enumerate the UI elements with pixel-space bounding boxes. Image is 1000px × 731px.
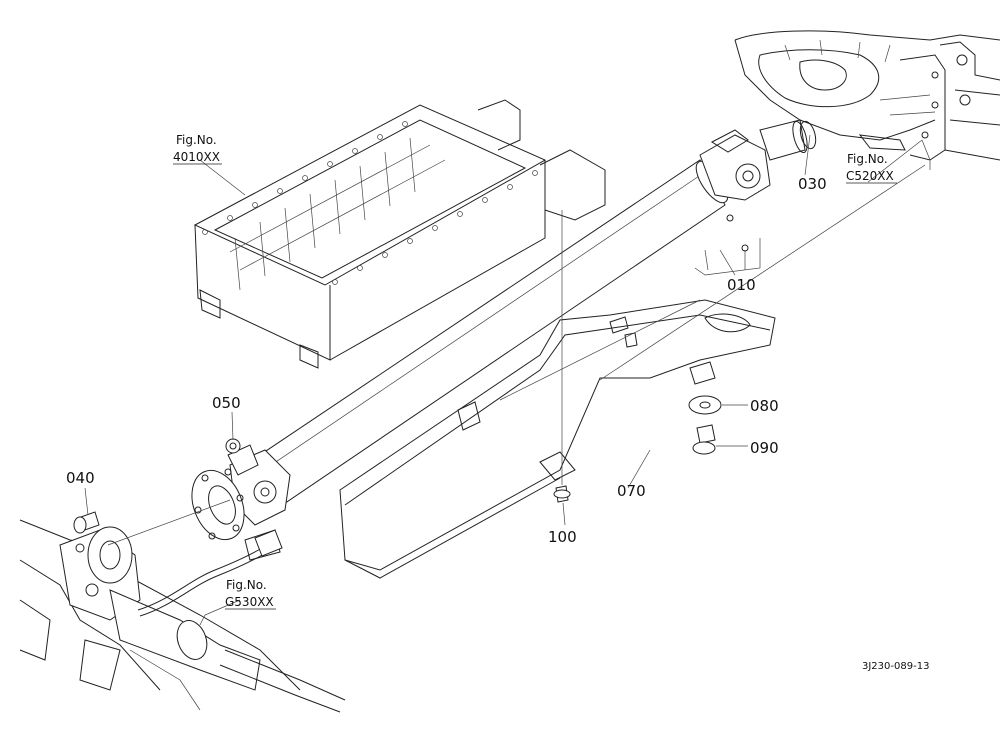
drawing-code: 3J230-089-13 xyxy=(862,661,929,672)
ref-4010-prefix: Fig.No. xyxy=(176,133,217,147)
bolt-050 xyxy=(225,438,241,454)
ref-c520-code: C520XX xyxy=(846,169,894,183)
label-090: 090 xyxy=(750,439,779,457)
leader-lines xyxy=(84,134,931,626)
label-080: 080 xyxy=(750,397,779,415)
front-axle-housing xyxy=(19,519,346,713)
o-ring xyxy=(799,120,817,150)
ref-4010-code: 4010XX xyxy=(173,150,220,164)
ref-c520-prefix: Fig.No. xyxy=(847,152,888,166)
transmission-housing xyxy=(734,30,1000,161)
drive-shaft xyxy=(191,119,808,561)
label-070: 070 xyxy=(617,482,646,500)
bolt-040 xyxy=(73,511,100,534)
label-030: 030 xyxy=(798,175,827,193)
bolt-090 xyxy=(692,424,716,455)
sensor-cable xyxy=(137,529,283,617)
ref-g530-code: G530XX xyxy=(225,595,274,609)
label-050: 050 xyxy=(212,394,241,412)
oil-pan xyxy=(193,99,606,369)
label-040: 040 xyxy=(66,469,95,487)
label-100: 100 xyxy=(548,528,577,546)
label-010: 010 xyxy=(727,276,756,294)
bolt-100 xyxy=(553,485,571,503)
shaft-shield xyxy=(339,299,776,579)
ref-g530-prefix: Fig.No. xyxy=(226,578,267,592)
washer xyxy=(688,395,722,415)
